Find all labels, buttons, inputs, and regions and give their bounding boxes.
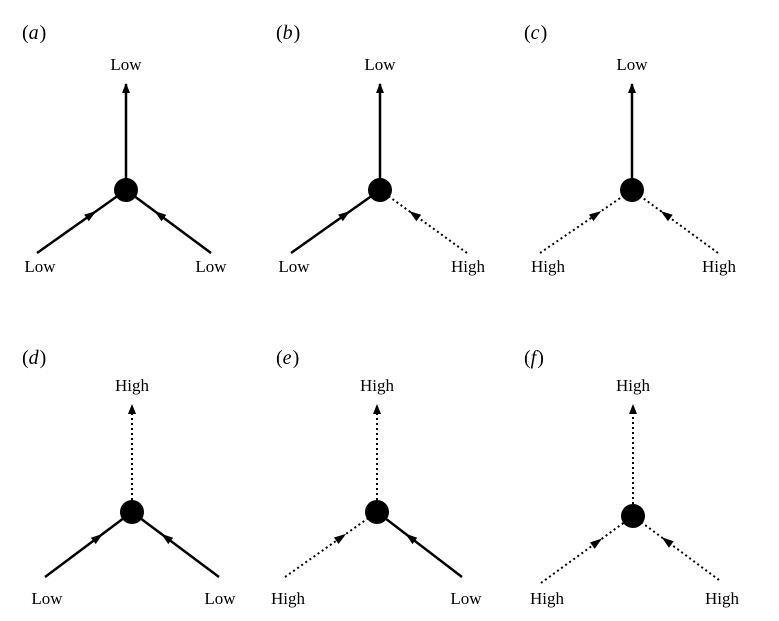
right-edge-low [125, 188, 212, 255]
top-state-label: High [115, 376, 150, 395]
left-edge-arrow [589, 538, 603, 549]
right-edge-arrow [405, 533, 418, 545]
left-state-label: High [271, 589, 306, 608]
left-edge-arrow [84, 211, 97, 222]
right-edge-arrow [161, 533, 174, 545]
junction-node [114, 178, 138, 202]
left-edge-high [284, 511, 378, 578]
right-state-label: Low [195, 257, 227, 276]
top-state-label: Low [364, 55, 396, 74]
junction-node [621, 504, 645, 528]
junction-node [120, 500, 144, 524]
left-edge-high [539, 189, 633, 254]
junction-node [620, 178, 644, 202]
panel-label: (c) [524, 22, 547, 44]
right-state-label: Low [450, 589, 482, 608]
right-edge-arrow [661, 537, 674, 548]
right-state-label: High [451, 257, 486, 276]
left-state-label: High [531, 257, 566, 276]
right-edge-arrow [154, 210, 167, 222]
right-state-label: High [702, 257, 737, 276]
junction-node [368, 178, 392, 202]
right-edge-low [376, 511, 463, 578]
right-state-label: High [705, 589, 740, 608]
panel-label: (b) [276, 22, 300, 44]
left-state-label: High [530, 589, 565, 608]
left-edge-arrow [588, 211, 602, 222]
right-edge-high [632, 515, 720, 581]
right-state-label: Low [204, 589, 236, 608]
right-edge-arrow [660, 210, 673, 222]
right-edge-arrow [409, 210, 422, 222]
panel-label: (e) [276, 347, 299, 369]
left-edge-arrow [90, 533, 103, 545]
left-edge-high [540, 515, 634, 584]
left-edge-low [44, 510, 133, 579]
top-state-label: Low [110, 55, 142, 74]
left-edge-low [290, 188, 381, 255]
right-edge-low [131, 510, 220, 579]
top-state-label: High [360, 376, 395, 395]
panel-label: (f) [524, 347, 544, 369]
top-state-label: Low [616, 55, 648, 74]
junction-node [365, 500, 389, 524]
left-state-label: Low [31, 589, 63, 608]
top-state-label: High [616, 376, 651, 395]
left-edge-arrow [338, 211, 351, 222]
left-state-label: Low [24, 257, 56, 276]
right-edge-high [631, 189, 719, 254]
left-edge-low [36, 188, 127, 255]
panel-label: (a) [22, 22, 46, 44]
left-edge-arrow [333, 533, 347, 545]
left-state-label: Low [278, 257, 310, 276]
right-edge-high [379, 189, 468, 254]
panel-label: (d) [22, 347, 46, 369]
